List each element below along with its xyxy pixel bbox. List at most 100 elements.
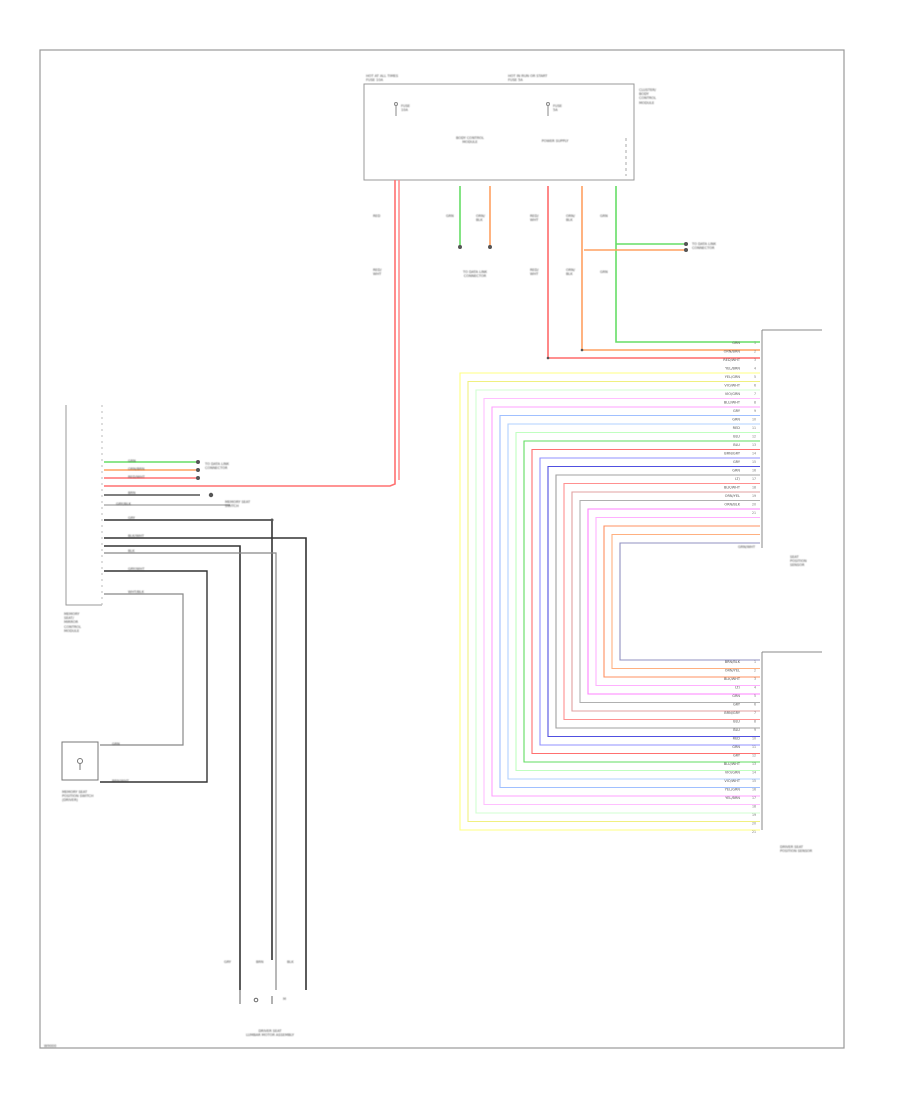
right-top-pin-label: 9 [754, 409, 756, 413]
right-bottom-wire-label: BLK/WHT [724, 677, 741, 681]
right-top-wire-label: BLU [733, 443, 740, 447]
right-bottom-pin-label: 3 [754, 677, 756, 681]
supply-left-label: HOT AT ALL TIMES FUSE 10A [366, 74, 399, 83]
harness-loop [483, 397, 760, 806]
right-bottom-pin-label: 4 [754, 686, 756, 690]
fuse-right-icon [546, 102, 550, 116]
top-wire-2-color: GRN [446, 214, 454, 218]
left-wire-label-2: ORN/BRN [128, 467, 145, 471]
motor-wire-1: GRY [224, 960, 232, 964]
right-top-pin-label: 12 [752, 435, 756, 439]
harness-loop [499, 414, 760, 789]
harness-loop [547, 465, 760, 738]
left-wire-black3 [104, 537, 307, 990]
harness-loop [595, 516, 760, 687]
inner-right-label: POWER SUPPLY [541, 139, 569, 143]
right-top-wire-label: GRY [733, 460, 741, 464]
right-bottom-wire-label: RED [733, 737, 741, 741]
left-module-outline [65, 405, 102, 606]
top-splice-dots [458, 242, 688, 360]
right-bottom-pin-label: 2 [754, 669, 756, 673]
left-wire-gray2 [100, 593, 184, 746]
right-top-pin-label: 20 [752, 503, 756, 507]
motor-wire-3: BLK [287, 960, 294, 964]
harness-loop [563, 482, 760, 721]
left-wire-label-8: BLK [128, 549, 135, 553]
right-connectors [761, 329, 822, 830]
left-wire-label-3: RED/WHT [128, 475, 145, 479]
right-top-wire-label: BLU/WHT [724, 401, 741, 405]
harness-loop [579, 499, 760, 704]
harness-loop [611, 533, 760, 670]
harness-loop [531, 448, 760, 755]
right-bottom-pin-label: 15 [752, 779, 756, 783]
right-bottom-pin-label: 6 [754, 703, 756, 707]
wire-orange-right [581, 186, 760, 351]
right-top-wire-label: YEL/GRN [725, 375, 741, 379]
harness-loop [507, 423, 760, 780]
right-top-pin-label: 15 [752, 460, 756, 464]
right-top-wire-label: GRN [732, 418, 740, 422]
right-bottom-pin-label: 21 [752, 830, 756, 834]
right-top-pin-label: 17 [752, 477, 756, 481]
harness-loop [515, 431, 760, 772]
harness-loop [603, 525, 760, 678]
right-bottom-wire-label: GRY [733, 703, 741, 707]
right-bottom-pin-label: 9 [754, 728, 756, 732]
left-splice-label: TO DATA LINK CONNECTOR [205, 462, 230, 471]
motor-wire-2: BRN [256, 960, 264, 964]
wire-red-main [104, 180, 396, 487]
right-top-pin-label: 5 [754, 375, 756, 379]
left-wire-label-5: GRY/BLK [116, 502, 131, 506]
left-wire-label-10: WHT/BLK [128, 590, 145, 594]
memory-switch-wire-1: GRN [112, 742, 120, 746]
left-module [65, 405, 307, 990]
top-wire-6-circuit: GRN [600, 270, 608, 274]
wire-green-right [615, 186, 760, 343]
fuse-left-icon [394, 102, 398, 116]
memory-switch [61, 741, 99, 781]
right-bottom-wire-label: GRN [732, 694, 740, 698]
right-bottom-pin-label: 16 [752, 788, 756, 792]
right-bottom-wire-label: YEL/GRN [725, 788, 741, 792]
harness-loop [491, 406, 760, 797]
right-bottom-wire-label: BRN/GRY [724, 711, 741, 715]
left-wire-label-9: GRY/WHT [128, 567, 145, 571]
left-wire-black2 [104, 519, 273, 960]
right-top-wire-label: GRN [732, 469, 740, 473]
right-top-pin-label: 10 [752, 418, 756, 422]
top-wire-5-circuit: ORN/ BLK [566, 268, 575, 277]
top-module-box [363, 83, 635, 181]
right-bottom-wire-label: VIO/GRN [725, 771, 741, 775]
wire-red-right [547, 186, 760, 359]
right-top-pin-label: 1 [754, 341, 756, 345]
right-bottom-pin-label: 10 [752, 737, 756, 741]
right-bottom-pin-label: 11 [752, 745, 756, 749]
right-top-wire-label: GRY [733, 409, 741, 413]
harness-loop [539, 457, 760, 746]
left-wire-label-7: BLK/WHT [128, 534, 145, 538]
motor-name: DRIVER SEAT LUMBAR MOTOR ASSEMBLY [245, 1029, 294, 1038]
right-top-wire-label: BLU [733, 435, 740, 439]
harness-loop [619, 542, 760, 661]
top-wire-4-color: RED/ WHT [530, 214, 539, 223]
right-top-name: SEAT POSITION SENSOR [790, 555, 807, 568]
right-top-wire-label: LT/ [735, 477, 741, 481]
lumbar-motor [239, 990, 273, 1004]
right-top-pin-label: 11 [752, 426, 756, 430]
right-bottom-pin-label: 8 [754, 720, 756, 724]
harness-loop [587, 508, 760, 695]
right-bottom-pin-label: 17 [752, 796, 756, 800]
harness-loop [475, 389, 760, 814]
top-wire-3-color: ORN/ BLK [476, 214, 485, 223]
right-bottom-pin-label: 19 [752, 813, 756, 817]
top-module [363, 83, 635, 181]
supply-right-label: HOT IN RUN OR START FUSE 5A [508, 74, 548, 83]
motor-icon [253, 997, 259, 1003]
right-top-pin-label: 18 [752, 486, 756, 490]
right-top-pin-label: 13 [752, 443, 756, 447]
right-bottom-wire-label: VIO/WHT [724, 779, 740, 783]
top-wire-1-circuit: RED/ WHT [373, 268, 382, 277]
memory-switch-name: MEMORY SEAT POSITION SWITCH (DRIVER) [62, 790, 94, 803]
